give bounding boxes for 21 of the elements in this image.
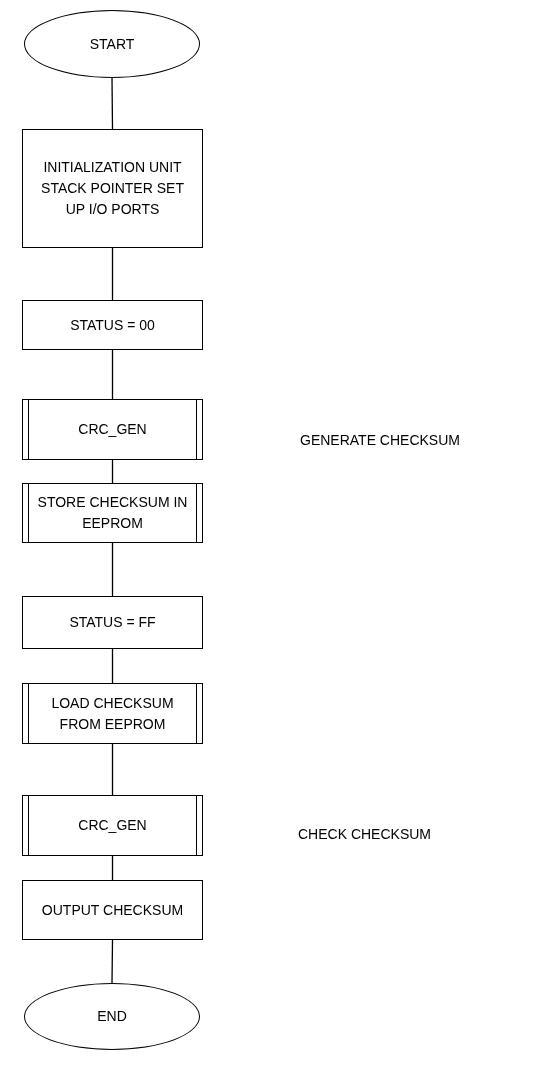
- connector-line: [111, 648, 114, 684]
- connector-line: [111, 855, 114, 881]
- connector-line: [111, 349, 114, 400]
- subroutine-box: CRC_GEN: [22, 795, 203, 856]
- subroutine-box: LOAD CHECKSUM FROM EEPROM: [22, 683, 203, 744]
- connector-line: [111, 247, 114, 301]
- process-box: OUTPUT CHECKSUM: [22, 880, 203, 940]
- terminal-oval: START: [24, 10, 200, 78]
- connector-line: [111, 459, 114, 484]
- connector-line: [111, 743, 114, 796]
- terminal-oval: END: [24, 983, 200, 1050]
- side-note: CHECK CHECKSUM: [298, 826, 431, 842]
- process-box: INITIALIZATION UNIT STACK POINTER SET UP I/O PORTS: [22, 129, 203, 248]
- connector-line: [111, 542, 114, 597]
- process-box: STATUS = 00: [22, 300, 203, 350]
- side-note: GENERATE CHECKSUM: [300, 432, 460, 448]
- subroutine-box: CRC_GEN: [22, 399, 203, 460]
- connector-line: [111, 77, 114, 130]
- connector-line: [111, 939, 114, 984]
- subroutine-box: STORE CHECKSUM IN EEPROM: [22, 483, 203, 543]
- process-box: STATUS = FF: [22, 596, 203, 649]
